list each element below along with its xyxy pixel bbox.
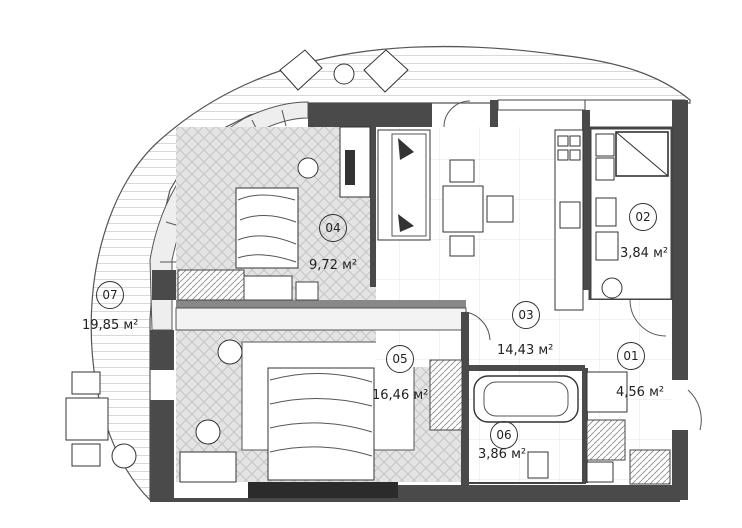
- room-number-07: 07: [96, 281, 124, 309]
- room-number-04: 04: [319, 214, 347, 242]
- room-number-05: 05: [386, 345, 414, 373]
- room-area-03: 14,43 м²: [497, 343, 554, 358]
- room-area-04: 9,72 м²: [309, 258, 358, 273]
- room-area-02: 3,84 м²: [620, 246, 669, 261]
- room-area-01: 4,56 м²: [616, 385, 665, 400]
- room-area-05: 16,46 м²: [372, 388, 429, 403]
- room-number-02: 02: [629, 203, 657, 231]
- terrace-07: [90, 45, 691, 502]
- room-number-06: 06: [490, 421, 518, 449]
- room-area-06: 3,86 м²: [478, 447, 527, 462]
- room-number-03: 03: [512, 301, 540, 329]
- room-area-07: 19,85 м²: [82, 318, 139, 333]
- outer-walls: [150, 99, 688, 502]
- inner-walls: [175, 110, 590, 487]
- room-number-01: 01: [617, 342, 645, 370]
